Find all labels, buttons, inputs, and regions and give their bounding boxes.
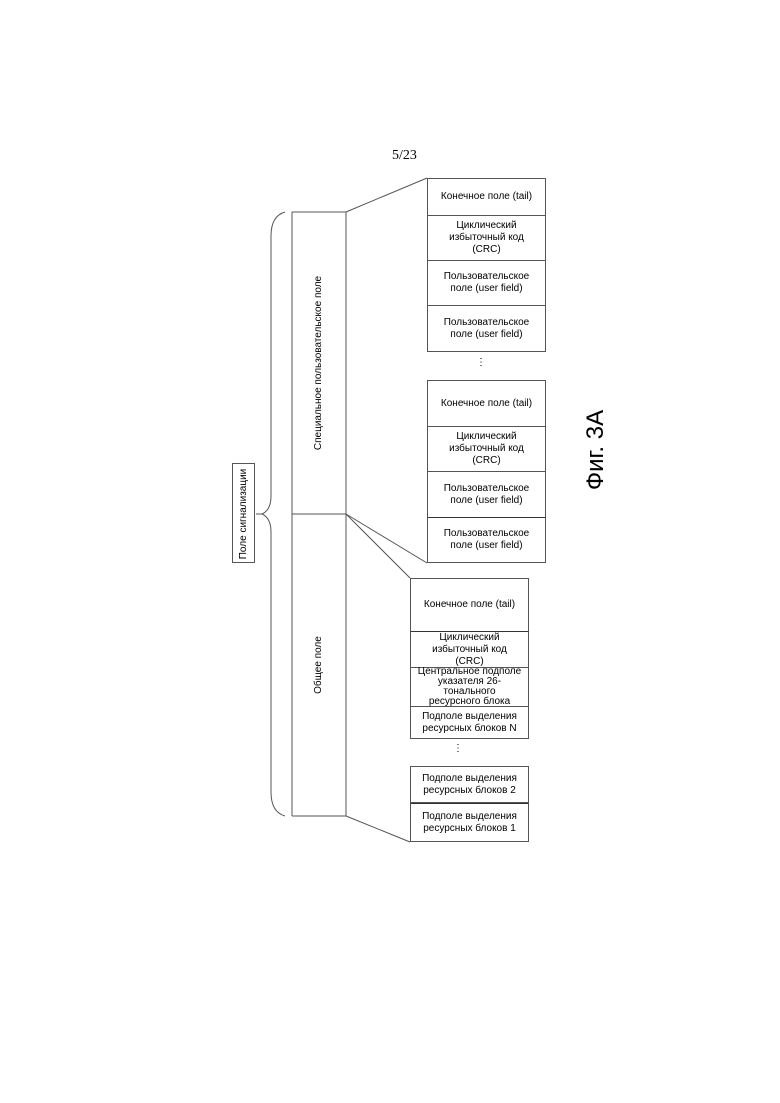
figure-label: Фиг. 3А (582, 400, 610, 500)
common-ellipsis: ⋮ (453, 746, 463, 751)
root-label-box: Поле сигнализации (232, 463, 255, 563)
common-tail: Конечное поле (tail) (410, 578, 529, 632)
user-group1-user-field-2: Пользовательское поле (user field) (427, 305, 546, 352)
user-group2-tail: Конечное поле (tail) (427, 380, 546, 427)
user-group1-tail: Конечное поле (tail) (427, 178, 546, 216)
common-field-label: Общее поле (313, 615, 325, 715)
expand-common-bottom (346, 816, 410, 842)
user-group1-crc: Циклический избыточный код (CRC) (427, 215, 546, 261)
root-label: Поле сигнализации (238, 464, 250, 564)
user-group1-user-field-1: Пользовательское поле (user field) (427, 260, 546, 306)
user-group2-user-field-2: Пользовательское поле (user field) (427, 517, 546, 563)
root-brace (262, 212, 285, 816)
user-group2-crc: Циклический избыточный код (CRC) (427, 426, 546, 472)
user-specific-field-label: Специальное пользовательское поле (313, 263, 325, 463)
expand-user-bottom (346, 514, 427, 563)
common-ru-allocation-n: Подполе выделения ресурсных блоков N (410, 706, 529, 739)
common-ru-allocation-1: Подполе выделения ресурсных блоков 1 (410, 803, 529, 842)
expand-common-top (346, 514, 410, 578)
user-ellipsis: ⋮ (476, 360, 486, 365)
user-group2-user-field-1: Пользовательское поле (user field) (427, 471, 546, 518)
common-center-26-tone-subfield: Центральное подполе указателя 26- тональ… (410, 667, 529, 707)
expand-user-top (346, 178, 427, 212)
common-ru-allocation-2: Подполе выделения ресурсных блоков 2 (410, 766, 529, 803)
common-crc: Циклический избыточный код (CRC) (410, 631, 529, 668)
page-number: 5/23 (392, 148, 417, 164)
